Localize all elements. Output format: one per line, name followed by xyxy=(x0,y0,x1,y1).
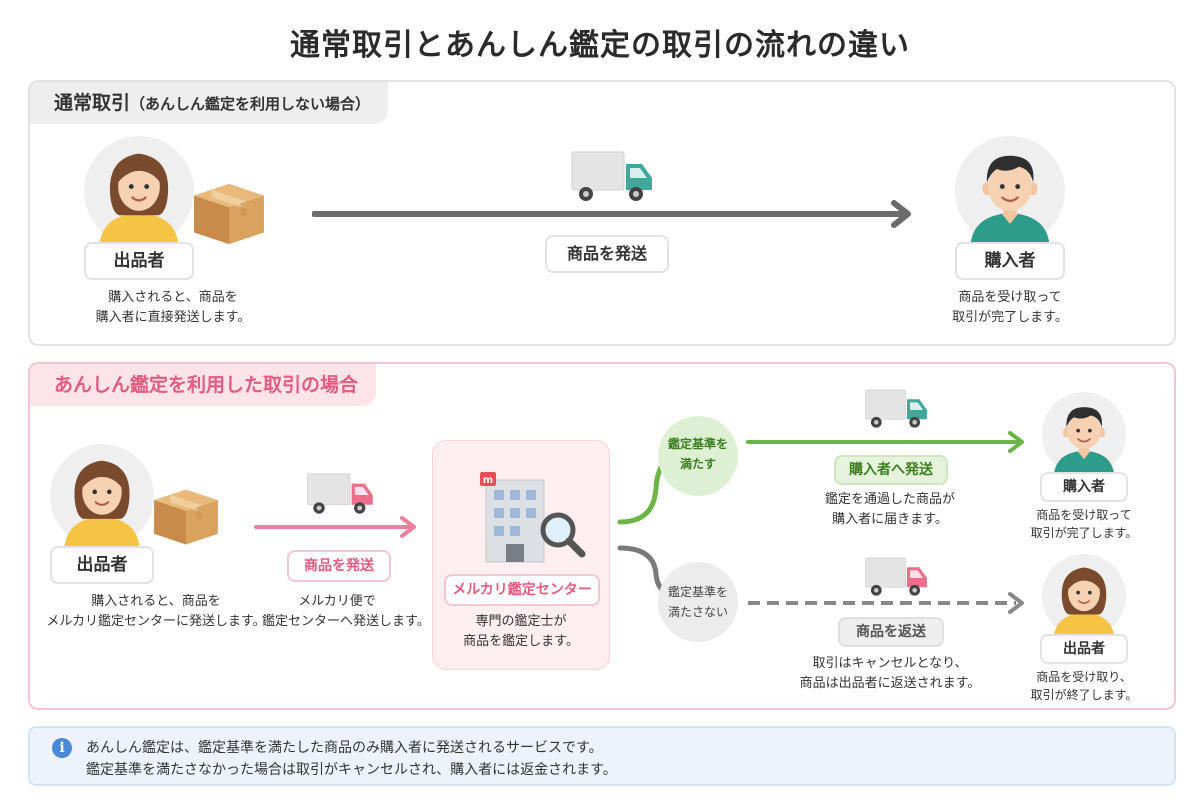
ship-label: 商品を発送 xyxy=(545,235,669,273)
seller-label: 出品者 xyxy=(50,546,154,584)
ship-to-buyer-caption: 鑑定を通過した商品が購入者に届きます。 xyxy=(824,492,955,527)
svg-text:m: m xyxy=(483,475,493,486)
fail-criteria-label: 鑑定基準を満たさない xyxy=(667,585,728,619)
truck-icon xyxy=(571,151,652,201)
seller-avatar xyxy=(50,444,154,548)
anshin-section-title: あんしん鑑定を利用した取引の場合 xyxy=(30,364,377,406)
return-label: 商品を返送 xyxy=(838,617,944,647)
package-icon xyxy=(190,180,268,248)
fail-criteria-circle xyxy=(658,562,738,642)
note-line: あんしん鑑定は、鑑定基準を満たした商品のみ購入者に発送されるサービスです。 xyxy=(86,740,603,756)
truck-icon xyxy=(865,389,927,428)
seller-caption: 商品を受け取り、取引が終了します。 xyxy=(1030,670,1138,702)
seller-label: 出品者 xyxy=(84,242,194,280)
ship-to-center-arrow xyxy=(254,516,416,538)
note-line: 鑑定基準を満たさなかった場合は取引がキャンセルされ、購入者には返金されます。 xyxy=(86,762,617,778)
truck-icon xyxy=(865,557,927,596)
buyer-caption: 商品を受け取って取引が完了します。 xyxy=(952,290,1068,325)
ship-caption: メルカリ便で鑑定センターへ発送します。 xyxy=(262,594,430,629)
seller-avatar xyxy=(1042,554,1126,638)
buyer-avatar xyxy=(955,136,1065,246)
page-title: 通常取引とあんしん鑑定の取引の流れの違い xyxy=(290,28,910,63)
appraisal-building-icon: m xyxy=(480,472,586,563)
normal-section-title: 通常取引 xyxy=(54,92,131,114)
normal-section-subtitle: （あんしん鑑定を利用しない場合） xyxy=(130,95,371,113)
pass-criteria-label: 鑑定基準を満たす xyxy=(667,437,728,471)
normal-transaction-section: 通常取引（あんしん鑑定を利用しない場合） xyxy=(28,80,1176,346)
seller-caption: 購入されると、商品をメルカリ鑑定センターに発送します。 xyxy=(46,594,266,629)
direct-ship-arrow xyxy=(312,200,911,228)
pass-criteria-circle xyxy=(658,416,738,496)
ship-to-buyer-arrow xyxy=(746,431,1024,453)
return-caption: 取引はキャンセルとなり、商品は出品者に返送されます。 xyxy=(799,656,981,691)
ship-label: 商品を発送 xyxy=(287,550,391,582)
anshin-section: あんしん鑑定を利用した取引の場合 xyxy=(28,362,1176,710)
ship-to-buyer-label: 購入者へ発送 xyxy=(834,455,948,485)
info-note: i あんしん鑑定は、鑑定基準を満たした商品のみ購入者に発送されるサービスです。 … xyxy=(28,726,1176,786)
package-icon xyxy=(150,486,222,548)
truck-icon xyxy=(307,473,373,514)
buyer-caption: 商品を受け取って取引が完了します。 xyxy=(1030,508,1138,540)
normal-section-header: 通常取引（あんしん鑑定を利用しない場合） xyxy=(30,82,389,124)
seller-label: 出品者 xyxy=(1040,634,1128,664)
appraisal-center-label: メルカリ鑑定センター xyxy=(444,574,600,606)
buyer-avatar xyxy=(1042,392,1126,476)
return-arrow xyxy=(748,592,1024,614)
seller-caption: 購入されると、商品を購入者に直接発送します。 xyxy=(95,290,251,325)
info-icon: i xyxy=(52,738,72,758)
seller-avatar xyxy=(84,136,194,246)
buyer-label: 購入者 xyxy=(955,242,1065,280)
buyer-label: 購入者 xyxy=(1040,472,1128,502)
appraisal-center-caption: 専門の鑑定士が商品を鑑定します。 xyxy=(463,614,579,649)
